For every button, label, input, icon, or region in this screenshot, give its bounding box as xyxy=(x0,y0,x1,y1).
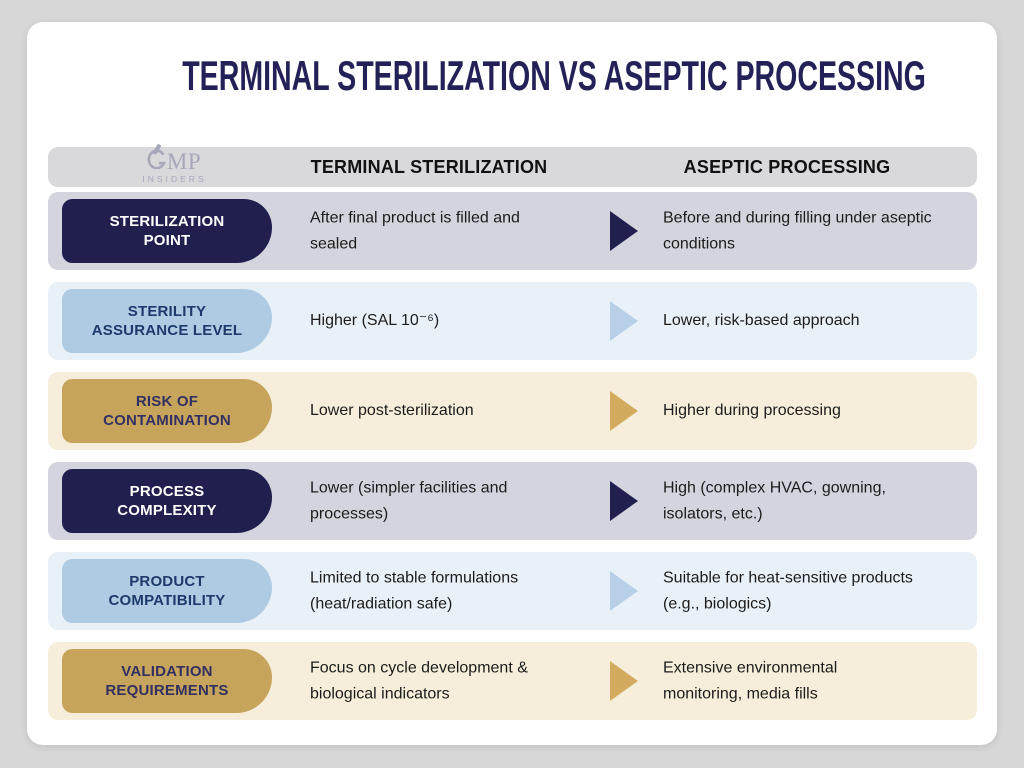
row-label-pill: STERILIZATION POINT xyxy=(62,199,272,263)
arrow-right-icon xyxy=(610,661,638,701)
terminal-sterilization-value: Lower (simpler facilities and processes) xyxy=(310,479,508,522)
table-header-bar: MP INSIDERS TERMINAL STERILIZATION ASEPT… xyxy=(48,144,977,187)
column-header-aseptic-processing: ASEPTIC PROCESSING xyxy=(683,156,891,177)
row-label: PRODUCT COMPATIBILITY xyxy=(108,572,226,610)
logo-wordmark: MP xyxy=(108,144,238,174)
aseptic-processing-value: High (complex HVAC, gowning, isolators, … xyxy=(663,479,886,522)
logo-text-mp: MP xyxy=(166,149,202,174)
arrow-right-icon xyxy=(610,211,638,251)
terminal-sterilization-value: After final product is filled and sealed xyxy=(310,209,520,252)
logo-text-insiders: INSIDERS xyxy=(142,174,207,184)
row-label: RISK OF CONTAMINATION xyxy=(103,392,231,430)
row-label: VALIDATION REQUIREMENTS xyxy=(105,662,229,700)
arrow-right-icon xyxy=(610,391,638,431)
aseptic-processing-value: Lower, risk-based approach xyxy=(663,312,860,330)
arrow-right-icon xyxy=(610,481,638,521)
aseptic-processing-value: Before and during filling under aseptic … xyxy=(663,209,932,252)
comparison-rows: STERILIZATION POINT After final product … xyxy=(48,192,977,732)
comparison-row: RISK OF CONTAMINATION Lower post-sterili… xyxy=(48,372,977,450)
terminal-sterilization-value: Limited to stable formulations (heat/rad… xyxy=(310,569,519,612)
row-label-pill: PROCESS COMPLEXITY xyxy=(62,469,272,533)
row-label-pill: STERILITY ASSURANCE LEVEL xyxy=(62,289,272,353)
terminal-sterilization-value: Focus on cycle development & biological … xyxy=(310,659,528,702)
row-label-pill: VALIDATION REQUIREMENTS xyxy=(62,649,272,713)
infographic-card: TERMINAL STERILIZATION VS ASEPTIC PROCES… xyxy=(27,22,997,745)
aseptic-processing-value: Extensive environmental monitoring, medi… xyxy=(663,659,838,702)
comparison-row: STERILIZATION POINT After final product … xyxy=(48,192,977,270)
comparison-row: PROCESS COMPLEXITY Lower (simpler facili… xyxy=(48,462,977,540)
row-label: STERILIZATION POINT xyxy=(109,212,225,250)
row-label: STERILITY ASSURANCE LEVEL xyxy=(91,302,243,340)
microscope-g-icon xyxy=(145,144,167,173)
row-label: PROCESS COMPLEXITY xyxy=(117,482,217,520)
comparison-row: STERILITY ASSURANCE LEVEL Higher (SAL 10… xyxy=(48,282,977,360)
arrow-right-icon xyxy=(610,301,638,341)
comparison-row: PRODUCT COMPATIBILITY Limited to stable … xyxy=(48,552,977,630)
terminal-sterilization-value: Higher (SAL 10⁻⁶) xyxy=(310,312,440,330)
comparison-row: VALIDATION REQUIREMENTS Focus on cycle d… xyxy=(48,642,977,720)
aseptic-processing-value: Higher during processing xyxy=(663,402,841,420)
arrow-right-icon xyxy=(610,571,638,611)
row-label-pill: RISK OF CONTAMINATION xyxy=(62,379,272,443)
column-header-terminal-sterilization: TERMINAL STERILIZATION xyxy=(310,156,548,177)
gmp-insiders-logo: MP INSIDERS xyxy=(108,144,238,184)
aseptic-processing-value: Suitable for heat-sensitive products (e.… xyxy=(663,569,913,612)
page-title: TERMINAL STERILIZATION VS ASEPTIC PROCES… xyxy=(182,52,926,99)
row-label-pill: PRODUCT COMPATIBILITY xyxy=(62,559,272,623)
terminal-sterilization-value: Lower post-sterilization xyxy=(310,402,474,420)
